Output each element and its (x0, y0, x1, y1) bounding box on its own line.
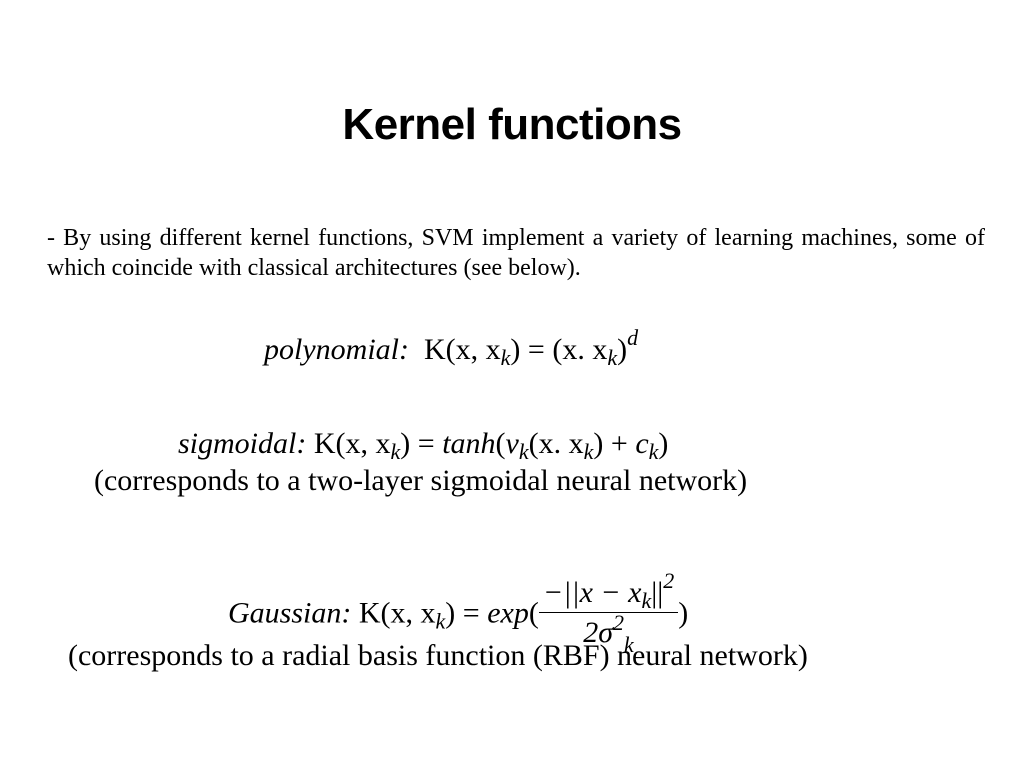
polynomial-equals: = (527, 333, 545, 366)
gaussian-denominator-exponent: 2 (613, 610, 625, 635)
gaussian-numerator-text: −||x − x (542, 576, 642, 609)
gaussian-numerator-exponent: 2 (663, 568, 675, 593)
gaussian-note: (corresponds to a radial basis function … (68, 639, 808, 672)
sigmoidal-open-paren: ( (495, 427, 506, 460)
sigmoidal-formula: sigmoidal: K(x, xk) = tanh(vk(x. xk) + c… (178, 424, 668, 464)
polynomial-rhs: (x. x (552, 333, 608, 366)
gaussian-close-paren: ) (678, 596, 689, 630)
sigmoidal-equals: = (417, 427, 435, 460)
gaussian-numerator-close: || (651, 576, 664, 609)
polynomial-lhs-close: ) (510, 333, 521, 366)
sigmoidal-inner-close: ) (593, 427, 604, 460)
sigmoidal-c-subscript: k (648, 439, 659, 464)
gaussian-denominator: 2σ2k (539, 610, 678, 656)
gaussian-denominator-subscript: k (624, 632, 634, 657)
sigmoidal-plus: + (610, 427, 628, 460)
sigmoidal-inner: (x. x (528, 427, 584, 460)
polynomial-rhs-subscript: k (607, 345, 618, 370)
gaussian-numerator: −||x − xk||2 (538, 570, 679, 613)
sigmoidal-v-subscript: k (518, 439, 529, 464)
gaussian-label: Gaussian: (228, 596, 352, 630)
polynomial-lhs-subscript: k (500, 345, 511, 370)
gaussian-lhs: K(x, x (358, 596, 436, 630)
gaussian-denominator-text: 2σ (583, 616, 614, 649)
intro-paragraph: - By using different kernel functions, S… (47, 225, 985, 281)
gaussian-lhs-close: ) (445, 596, 456, 630)
sigmoidal-lhs-subscript: k (390, 439, 401, 464)
sigmoidal-v: v (505, 427, 519, 460)
sigmoidal-close-paren: ) (658, 427, 669, 460)
sigmoidal-lhs: K(x, x (313, 427, 391, 460)
polynomial-exponent: d (627, 325, 639, 350)
sigmoidal-lhs-close: ) (400, 427, 411, 460)
gaussian-lhs-subscript: k (435, 608, 446, 634)
sigmoidal-label: sigmoidal: (178, 427, 307, 460)
sigmoidal-note: (corresponds to a two-layer sigmoidal ne… (94, 464, 748, 497)
gaussian-equals: = (462, 596, 480, 630)
gaussian-exp: exp (487, 596, 529, 630)
sigmoidal-tanh: tanh (442, 427, 496, 460)
sigmoidal-c: c (635, 427, 649, 460)
polynomial-formula: polynomial: K(x, xk) = (x. xk)d (264, 327, 638, 370)
sigmoidal-inner-subscript: k (583, 439, 594, 464)
polynomial-label: polynomial: (264, 333, 409, 366)
gaussian-numerator-subscript: k (641, 588, 652, 613)
gaussian-open-paren: ( (528, 596, 539, 630)
polynomial-rhs-close: ) (617, 333, 628, 366)
polynomial-lhs: K(x, x (423, 333, 501, 366)
slide-title: Kernel functions (342, 100, 682, 150)
